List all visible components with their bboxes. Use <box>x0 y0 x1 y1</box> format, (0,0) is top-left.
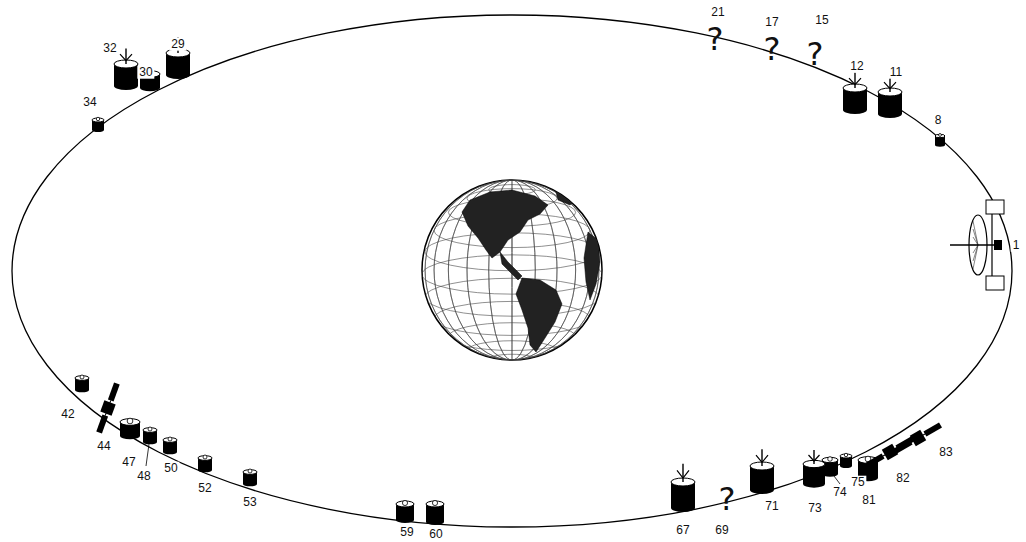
satellite-drum <box>843 73 867 114</box>
satellite-drum <box>396 500 414 523</box>
callout-number: 17 <box>763 16 780 29</box>
satellite-panels <box>892 420 943 456</box>
satellite-drum <box>75 375 89 392</box>
callout-number: 30 <box>137 66 154 79</box>
leader-line <box>834 476 840 484</box>
callout-number: 60 <box>427 528 444 541</box>
callout-number: 15 <box>813 14 830 27</box>
callout-number: 48 <box>135 470 152 483</box>
satellite-drum <box>803 450 825 488</box>
satellite-drum <box>114 49 138 90</box>
callout-number: 47 <box>120 456 137 469</box>
satellite-drum <box>426 500 444 525</box>
dish-satellite <box>950 200 1004 290</box>
earth-globe <box>422 180 602 364</box>
satellite-drum <box>750 449 774 494</box>
callout-number: 52 <box>196 482 213 495</box>
satellite-drum <box>243 469 257 486</box>
unknown-mark: ? <box>805 38 826 72</box>
satellite-drum <box>671 464 695 512</box>
callout-number: 69 <box>713 524 730 537</box>
callout-number: 1 <box>1011 239 1022 252</box>
callout-number: 44 <box>95 440 112 453</box>
callout-number: 8 <box>933 114 944 127</box>
satellite-drum <box>92 117 104 132</box>
satellite-drum <box>163 437 177 454</box>
callout-number: 32 <box>101 42 118 55</box>
satellite-drum <box>120 418 140 439</box>
unknown-mark: ? <box>762 33 783 67</box>
callout-number: 59 <box>398 526 415 539</box>
callout-number: 67 <box>674 524 691 537</box>
callout-number: 21 <box>709 6 726 19</box>
satellite-drum <box>198 455 212 472</box>
callout-number: 73 <box>806 502 823 515</box>
callout-number: 53 <box>241 496 258 509</box>
callout-number: 81 <box>860 494 877 507</box>
satellite-figures <box>75 38 1004 525</box>
satellite-drum <box>143 427 157 444</box>
callout-number: 29 <box>169 38 186 51</box>
callout-number: 71 <box>763 500 780 513</box>
callout-number: 50 <box>162 462 179 475</box>
unknown-mark: ? <box>705 23 726 57</box>
satellite-panels <box>864 434 915 470</box>
satellite-drum <box>935 134 945 147</box>
satellite-drum <box>840 453 852 468</box>
callout-number: 34 <box>81 96 98 109</box>
orbit-line <box>12 15 1012 527</box>
callout-number: 74 <box>831 486 848 499</box>
leader-line <box>146 444 149 466</box>
callout-number: 82 <box>894 472 911 485</box>
unknown-mark: ? <box>717 483 738 517</box>
satellite-drum <box>166 38 190 79</box>
callout-number: 12 <box>848 60 865 73</box>
satellite-drum <box>878 77 902 118</box>
satellite-panels <box>93 382 122 435</box>
callout-number: 42 <box>59 408 76 421</box>
callout-number: 75 <box>849 476 866 489</box>
callout-number: 83 <box>937 446 954 459</box>
callout-number: 11 <box>888 66 904 79</box>
